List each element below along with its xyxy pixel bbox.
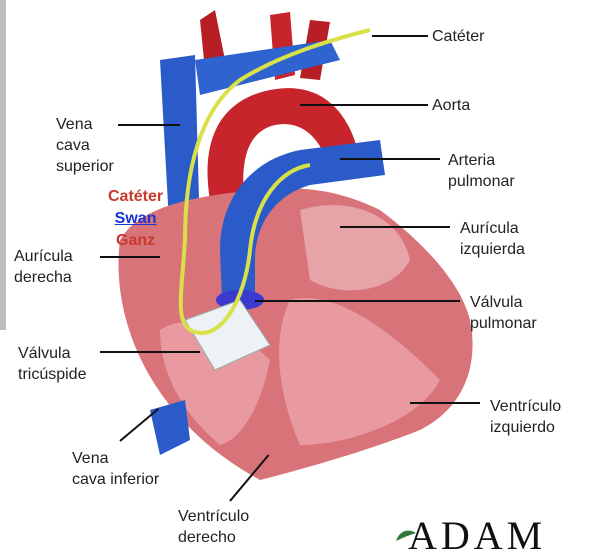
leader-ventriculo-izq [410,402,480,404]
leader-cateter [372,35,428,37]
leader-auricula-der [100,256,160,258]
label-auricula-derecha: Aurícula derecha [14,246,73,288]
label-ventriculo-derecho: Ventrículo derecho [178,506,249,548]
label-valvula-tricuspide: Válvula tricúspide [18,343,86,385]
label-auricula-izquierda: Aurícula izquierda [460,218,525,260]
label-ventriculo-izquierdo: Ventrículo izquierdo [490,396,561,438]
leader-valvula-pulmonar [255,300,460,302]
left-atrium [300,205,410,290]
adam-logo: ADAM [408,512,546,559]
label-arteria-pulmonar: Arteria pulmonar [448,150,515,192]
leader-vena-cava-sup [118,124,180,126]
label-vena-cava-superior: Vena cava superior [56,114,114,177]
label-cateter: Catéter [432,26,484,47]
heart-diagram: Catéter Aorta Arteria pulmonar Aurícula … [0,0,594,544]
leader-arteria [340,158,440,160]
label-valvula-pulmonar: Válvula pulmonar [470,292,537,334]
leader-aorta [300,104,428,106]
label-swan-ganz: Catéter Swan Ganz [108,186,163,252]
leader-auricula-izq [340,226,450,228]
label-vena-cava-inferior: Vena cava inferior [72,448,159,490]
left-gray-strip [0,0,6,330]
leader-valvula-tric [100,351,200,353]
label-aorta: Aorta [432,95,470,116]
